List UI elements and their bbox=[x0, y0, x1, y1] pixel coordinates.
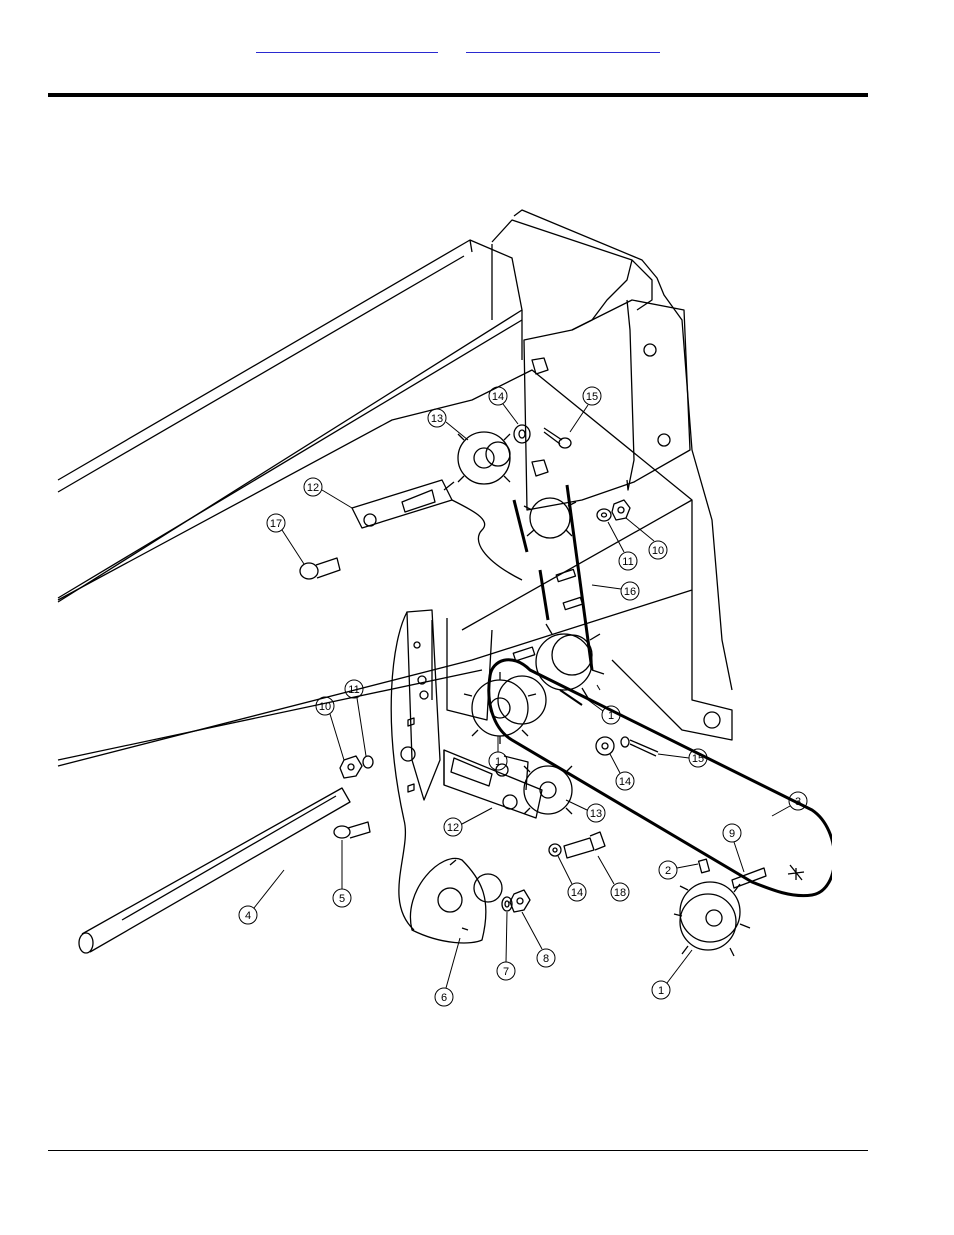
header-link-1[interactable] bbox=[256, 36, 438, 53]
sprocket-13-lower bbox=[523, 765, 573, 815]
callout-number: 8 bbox=[543, 953, 549, 965]
callout-5: 5 bbox=[332, 840, 352, 908]
callout-number: 15 bbox=[586, 391, 598, 403]
callout-8: 8 bbox=[521, 911, 556, 968]
bottom-rule bbox=[48, 1150, 868, 1151]
callout-7: 7 bbox=[496, 911, 516, 981]
callout-number: 4 bbox=[245, 910, 251, 922]
sprocket-13-upper bbox=[457, 431, 511, 485]
shaft-4 bbox=[78, 787, 351, 954]
key-9 bbox=[731, 867, 767, 889]
sprocket-1-lower-left bbox=[463, 672, 547, 744]
end-plate bbox=[491, 209, 733, 691]
callout-1-middle: 1 bbox=[579, 693, 621, 725]
callout-number: 12 bbox=[307, 482, 319, 494]
header-link-2[interactable] bbox=[466, 36, 660, 53]
callout-13-lower: 13 bbox=[565, 799, 606, 823]
sprocket-1-middle bbox=[535, 623, 605, 699]
callout-1-left: 1 bbox=[488, 736, 508, 771]
callout-number: 6 bbox=[441, 992, 447, 1004]
callout-14-lower: 14 bbox=[557, 855, 587, 902]
callout-10-right: 10 bbox=[625, 517, 668, 560]
callout-15-middle: 15 bbox=[657, 748, 708, 768]
callout-number: 11 bbox=[622, 556, 633, 568]
callout-14-middle: 14 bbox=[609, 753, 635, 791]
bolt-17 bbox=[299, 557, 341, 580]
callout-number: 15 bbox=[692, 753, 704, 765]
flange-bearing-6 bbox=[409, 857, 503, 944]
sprocket-1-bottom bbox=[673, 881, 751, 957]
upper-frame-channel bbox=[57, 239, 523, 603]
callout-3: 3 bbox=[771, 791, 808, 817]
callout-12-lower: 12 bbox=[443, 807, 493, 837]
callout-number: 13 bbox=[431, 413, 443, 425]
callout-18: 18 bbox=[597, 855, 630, 902]
washer-11-right bbox=[596, 508, 612, 522]
callout-number: 1 bbox=[608, 710, 614, 722]
callout-number: 17 bbox=[270, 518, 282, 530]
callout-number: 11 bbox=[348, 684, 359, 696]
callout-number: 14 bbox=[492, 391, 504, 403]
callout-11-right: 11 bbox=[607, 521, 638, 571]
drive-sprocket-upper bbox=[523, 497, 577, 539]
parts-diagram: 13 14 15 12 17 11 10 16 10 11 1 1 14 15 … bbox=[57, 209, 832, 1007]
callout-number: 3 bbox=[795, 796, 801, 808]
callout-11-left: 11 bbox=[344, 679, 367, 757]
bearing-mount-plate bbox=[390, 611, 416, 931]
callout-number: 12 bbox=[447, 822, 459, 834]
pin-15-middle bbox=[620, 736, 659, 757]
lower-frame-tube bbox=[57, 369, 733, 801]
callout-12-upper: 12 bbox=[303, 477, 353, 509]
roller-chain-3 bbox=[487, 658, 832, 898]
callout-number: 10 bbox=[652, 545, 664, 557]
chain-16 bbox=[512, 484, 594, 671]
callout-number: 16 bbox=[624, 586, 636, 598]
set-screw-2 bbox=[697, 858, 711, 874]
washer-7 bbox=[501, 896, 513, 912]
callout-number: 2 bbox=[665, 865, 671, 877]
callout-number: 9 bbox=[729, 828, 735, 840]
carriage-bolt-5 bbox=[333, 821, 371, 839]
top-rule bbox=[48, 93, 868, 97]
callout-10-left: 10 bbox=[315, 696, 345, 761]
callout-number: 1 bbox=[658, 985, 664, 997]
bolt-18 bbox=[563, 831, 606, 859]
washer-14-upper bbox=[513, 424, 531, 444]
callout-number: 13 bbox=[590, 808, 602, 820]
washer-14-middle bbox=[595, 736, 615, 756]
callout-9: 9 bbox=[722, 823, 745, 873]
callout-6: 6 bbox=[434, 937, 461, 1007]
callout-4: 4 bbox=[238, 869, 285, 925]
callout-number: 14 bbox=[571, 887, 583, 899]
pin-15-upper bbox=[543, 427, 572, 449]
callout-number: 7 bbox=[503, 966, 509, 978]
callout-number: 10 bbox=[319, 701, 331, 713]
nut-10-right bbox=[611, 499, 631, 521]
callout-14-upper: 14 bbox=[488, 386, 519, 425]
callout-number: 5 bbox=[339, 893, 345, 905]
callout-number: 18 bbox=[614, 887, 626, 899]
callout-16: 16 bbox=[591, 581, 640, 601]
callout-number: 14 bbox=[619, 776, 631, 788]
idler-arm-12-upper bbox=[351, 479, 523, 581]
nut-10-left bbox=[339, 755, 363, 779]
callout-17: 17 bbox=[266, 513, 305, 565]
callout-15-upper: 15 bbox=[569, 386, 602, 433]
callouts: 13 14 15 12 17 11 10 16 10 11 1 1 14 15 … bbox=[238, 386, 808, 1007]
callout-13-upper: 13 bbox=[427, 408, 469, 441]
callout-2: 2 bbox=[658, 860, 699, 880]
callout-number: 1 bbox=[495, 756, 501, 768]
washer-14-lower bbox=[548, 843, 562, 857]
nut-8 bbox=[509, 889, 531, 913]
callout-1-bottom: 1 bbox=[651, 949, 693, 1000]
washer-11-left bbox=[362, 755, 374, 769]
idler-arm-12-lower bbox=[443, 749, 543, 819]
